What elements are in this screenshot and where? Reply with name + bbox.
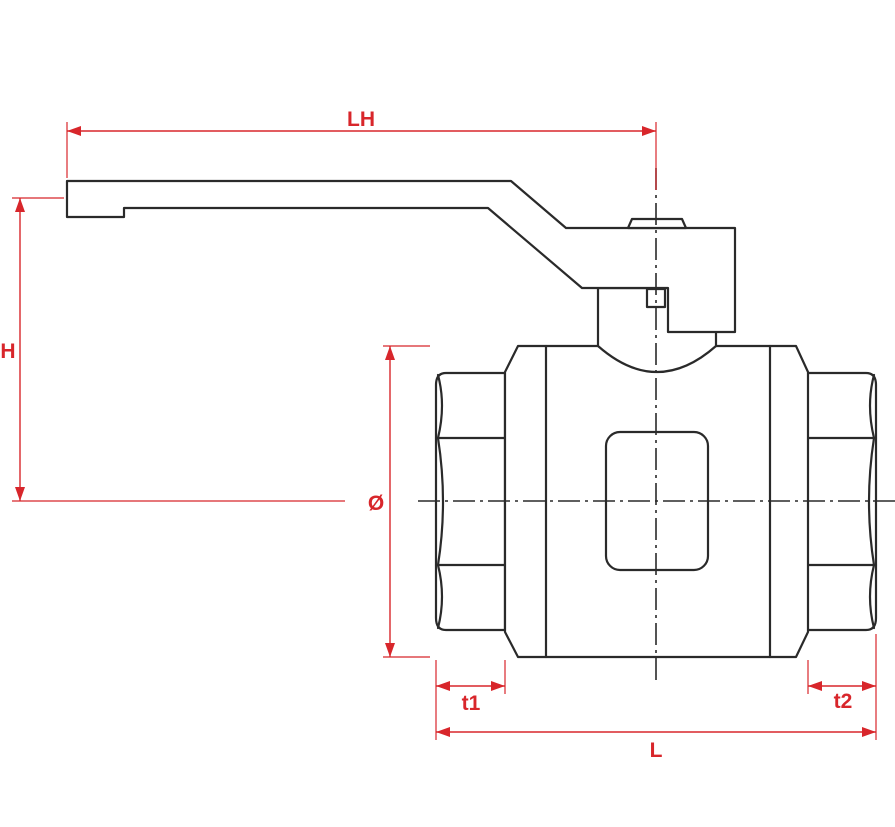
lever-handle [65,179,737,334]
t2-label: t2 [834,690,853,713]
t1-arrow-left [436,681,450,691]
centerlines [418,168,895,680]
h-arrow-top [15,198,25,212]
dimension-lines [12,122,877,740]
t1-label: t1 [462,692,481,715]
right-hex-curve-mid [867,436,876,567]
t1-arrow-right [491,681,505,691]
lever-nut [626,217,688,230]
left-hex-curve-mid [436,436,445,567]
diameter-label: Ø [368,492,384,515]
left-hex-curve-bottom [436,563,444,630]
right-hex-curve-bottom [868,563,876,630]
dimension-labels: LH H Ø t1 t2 L [0,108,852,762]
h-arrow-bottom [15,487,25,501]
t2-arrow-left [808,681,822,691]
lever-arm [65,179,737,334]
h-label: H [0,340,15,363]
right-hex-curve-top [868,373,876,440]
left-hex-curve-top [436,373,444,440]
dia-arrow-top [385,346,395,360]
lh-label: LH [347,108,375,131]
t2-arrow-right [862,681,876,691]
lh-arrow-left [67,126,81,136]
lh-arrow-right [642,126,656,136]
dia-arrow-bottom [385,643,395,657]
l-label: L [650,739,663,762]
l-arrow-left [436,727,450,737]
l-arrow-right [862,727,876,737]
